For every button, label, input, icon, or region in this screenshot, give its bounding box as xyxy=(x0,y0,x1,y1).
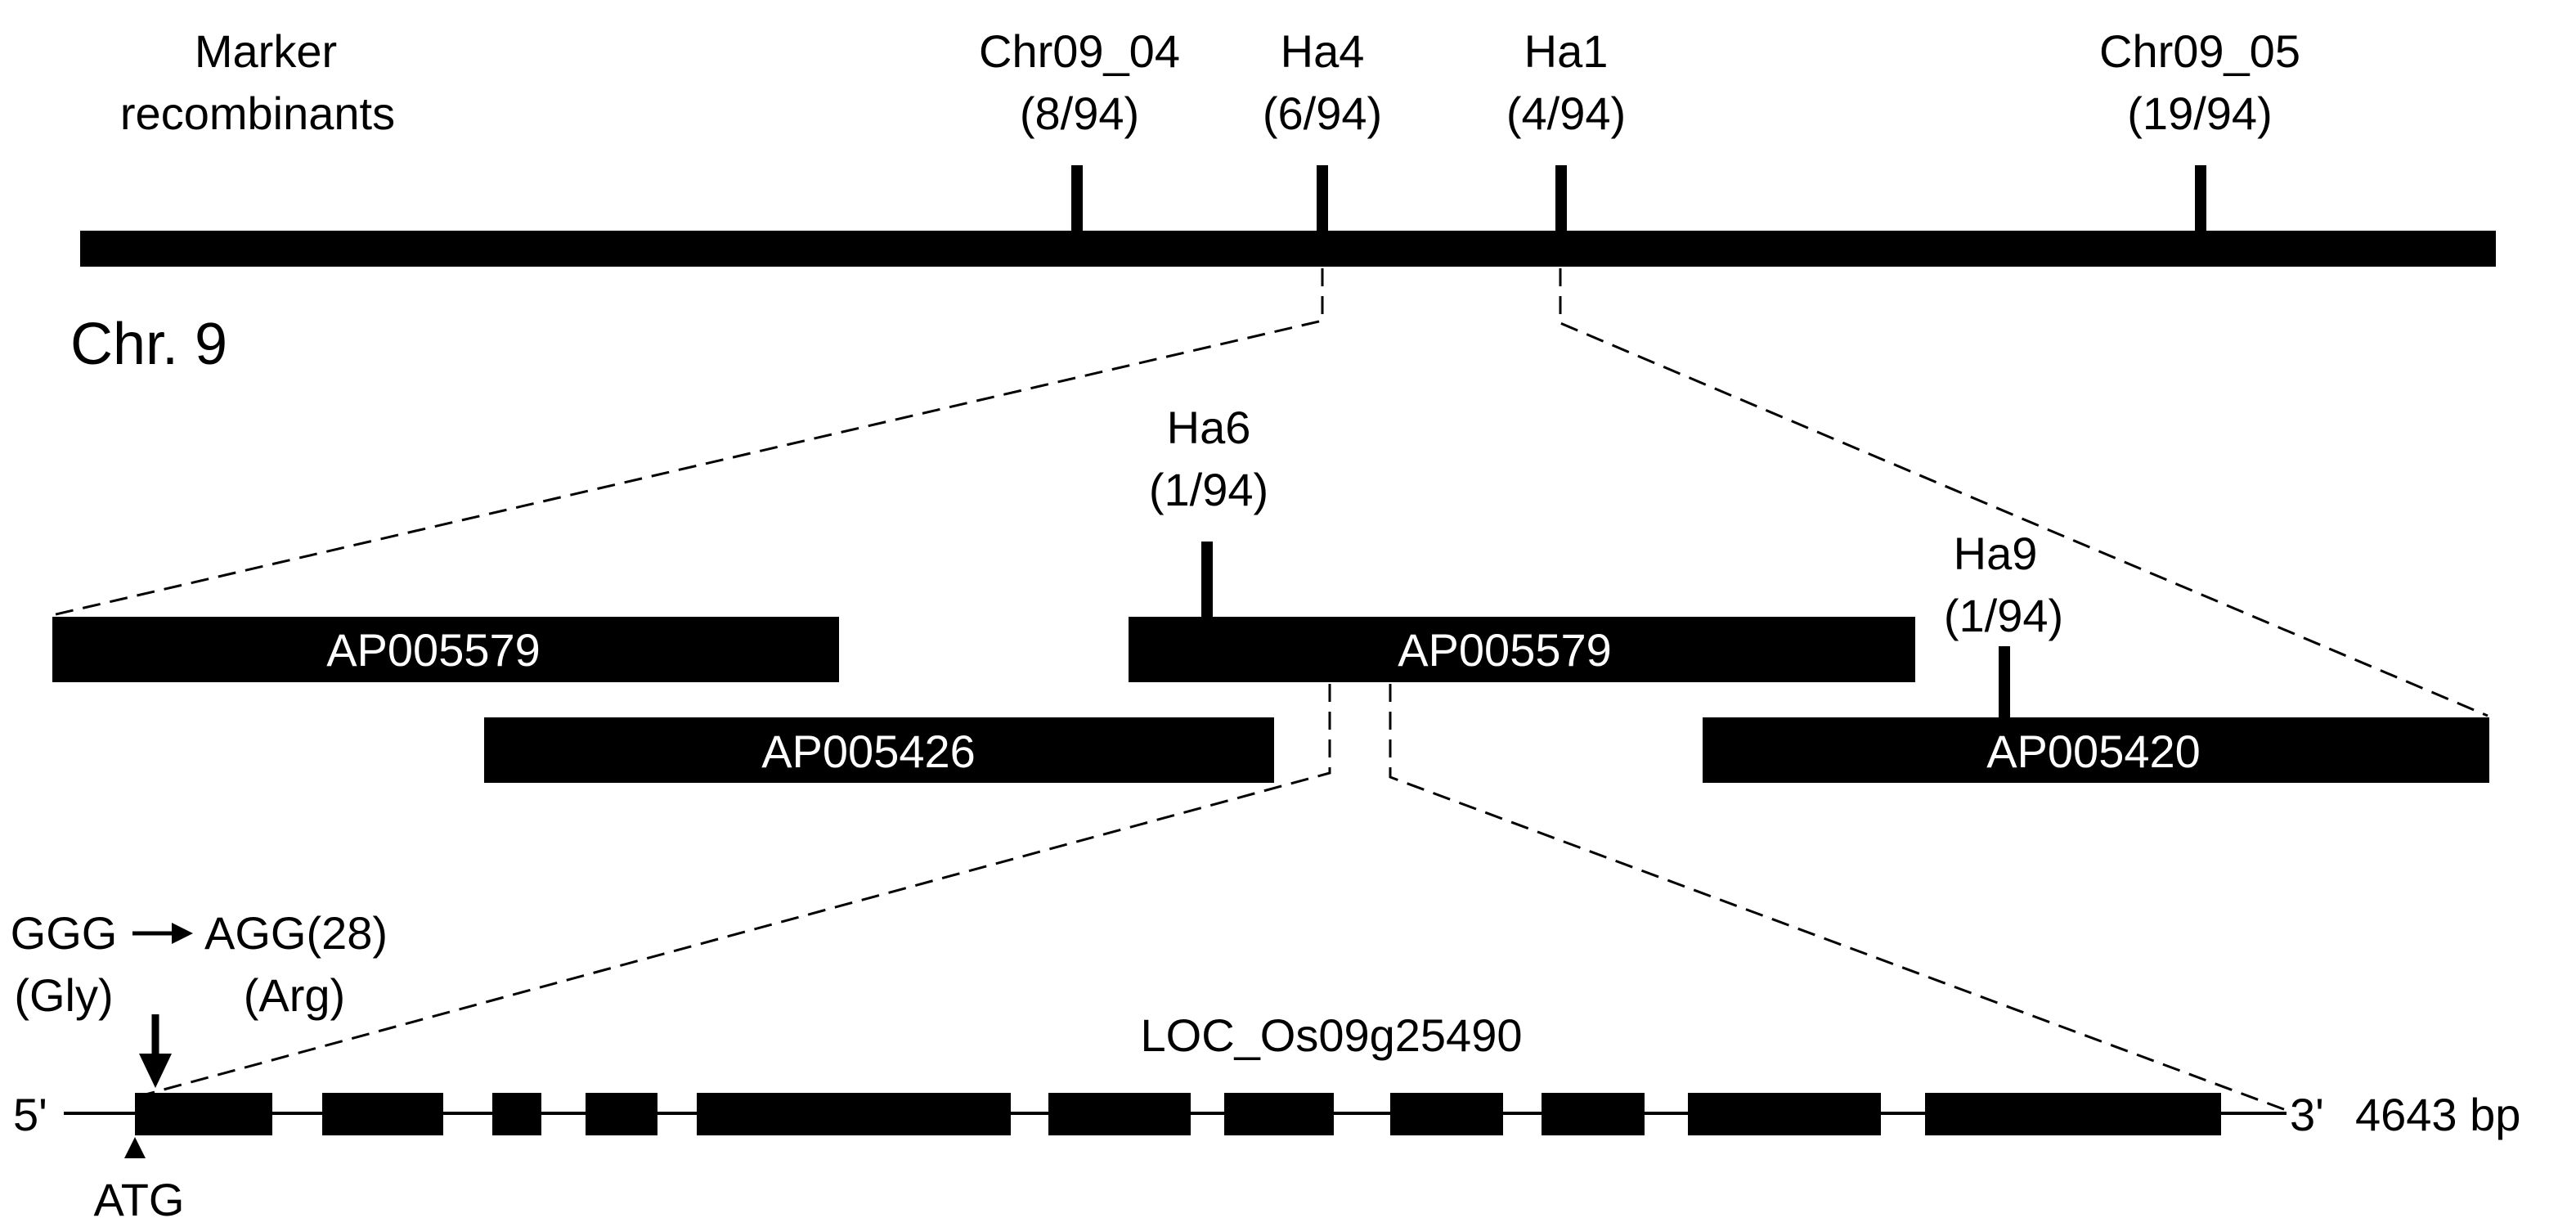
zoom-line-left xyxy=(52,268,1324,617)
marker-chr09-05-recombinants: (19/94) xyxy=(2127,88,2272,139)
gene-name: LOC_Os09g25490 xyxy=(1140,1009,1522,1061)
clone-ap005579-right-label: AP005579 xyxy=(1398,624,1612,676)
exon xyxy=(1224,1093,1334,1135)
marker-ha4-recombinants: (6/94) xyxy=(1263,88,1382,139)
marker-ha1-recombinants: (4/94) xyxy=(1506,88,1626,139)
exon xyxy=(1390,1093,1503,1135)
exon xyxy=(1925,1093,2221,1135)
exon xyxy=(1542,1093,1645,1135)
five-prime-label: 5' xyxy=(13,1089,47,1140)
marker-ha1-tick xyxy=(1555,165,1567,231)
marker-chr09-04-tick xyxy=(1071,165,1083,231)
three-prime-label: 3' xyxy=(2290,1089,2324,1140)
zoom-line-gene-left xyxy=(145,684,1331,1096)
exon xyxy=(586,1093,657,1135)
marker-ha4-name: Ha4 xyxy=(1281,25,1365,77)
zoom-line-right xyxy=(1559,268,2488,717)
chromosome-label: Chr. 9 xyxy=(70,312,227,377)
marker-chr09-04-recombinants: (8/94) xyxy=(1020,88,1139,139)
gene-exons xyxy=(135,1093,2221,1135)
mutation-arrow-head xyxy=(172,923,193,944)
clone-ap005420: AP005420 xyxy=(1703,717,2489,783)
clone-ap005579-left-label: AP005579 xyxy=(326,624,541,676)
start-codon-label: ATG xyxy=(94,1174,185,1225)
gene-length-label: 4643 bp xyxy=(2355,1089,2520,1140)
exon xyxy=(492,1093,541,1135)
marker-ha6-tick xyxy=(1201,542,1213,617)
marker-row-label-line2: recombinants xyxy=(120,88,395,139)
marker-chr09-04-name: Chr09_04 xyxy=(979,25,1180,77)
clone-ap005420-bar xyxy=(1703,717,2489,783)
zoom-line-gene-right xyxy=(1389,684,2289,1112)
marker-row-label-line1: Marker xyxy=(195,25,337,77)
clone-ap005426-label: AP005426 xyxy=(761,726,976,777)
marker-ha9-name: Ha9 xyxy=(1954,528,2038,579)
mutation-to-aa: (Arg) xyxy=(244,969,345,1021)
clone-ap005426: AP005426 xyxy=(484,717,1274,783)
mutation-site-arrow-head xyxy=(139,1054,172,1088)
mutation-from-aa: (Gly) xyxy=(14,969,113,1021)
clone-ap005579-left-bar xyxy=(52,617,839,682)
exon xyxy=(1048,1093,1191,1135)
marker-chr09-05-tick xyxy=(2195,165,2206,231)
exon xyxy=(697,1093,1011,1135)
marker-ha1-name: Ha1 xyxy=(1524,25,1609,77)
marker-chr09-05-name: Chr09_05 xyxy=(2099,25,2300,77)
clone-ap005426-bar xyxy=(484,717,1274,783)
mutation-from-codon: GGG xyxy=(11,907,118,959)
marker-ha6-name: Ha6 xyxy=(1167,402,1251,453)
clone-ap005579-left: AP005579 xyxy=(52,617,839,682)
marker-ha4-tick xyxy=(1317,165,1328,231)
marker-ha6-recombinants: (1/94) xyxy=(1149,464,1268,515)
exon xyxy=(322,1093,443,1135)
chromosome-bar xyxy=(80,231,2496,267)
exon xyxy=(1688,1093,1881,1135)
clone-ap005579-right-bar xyxy=(1129,617,1915,682)
exon xyxy=(135,1093,272,1135)
mutation-to-codon: AGG(28) xyxy=(204,907,388,959)
marker-ha9-recombinants: (1/94) xyxy=(1944,590,2063,641)
clone-ap005579-right: AP005579 xyxy=(1129,617,1915,682)
clone-ap005420-label: AP005420 xyxy=(1986,726,2201,777)
start-codon-marker-icon xyxy=(124,1137,146,1158)
marker-ha9-tick xyxy=(1999,646,2010,718)
